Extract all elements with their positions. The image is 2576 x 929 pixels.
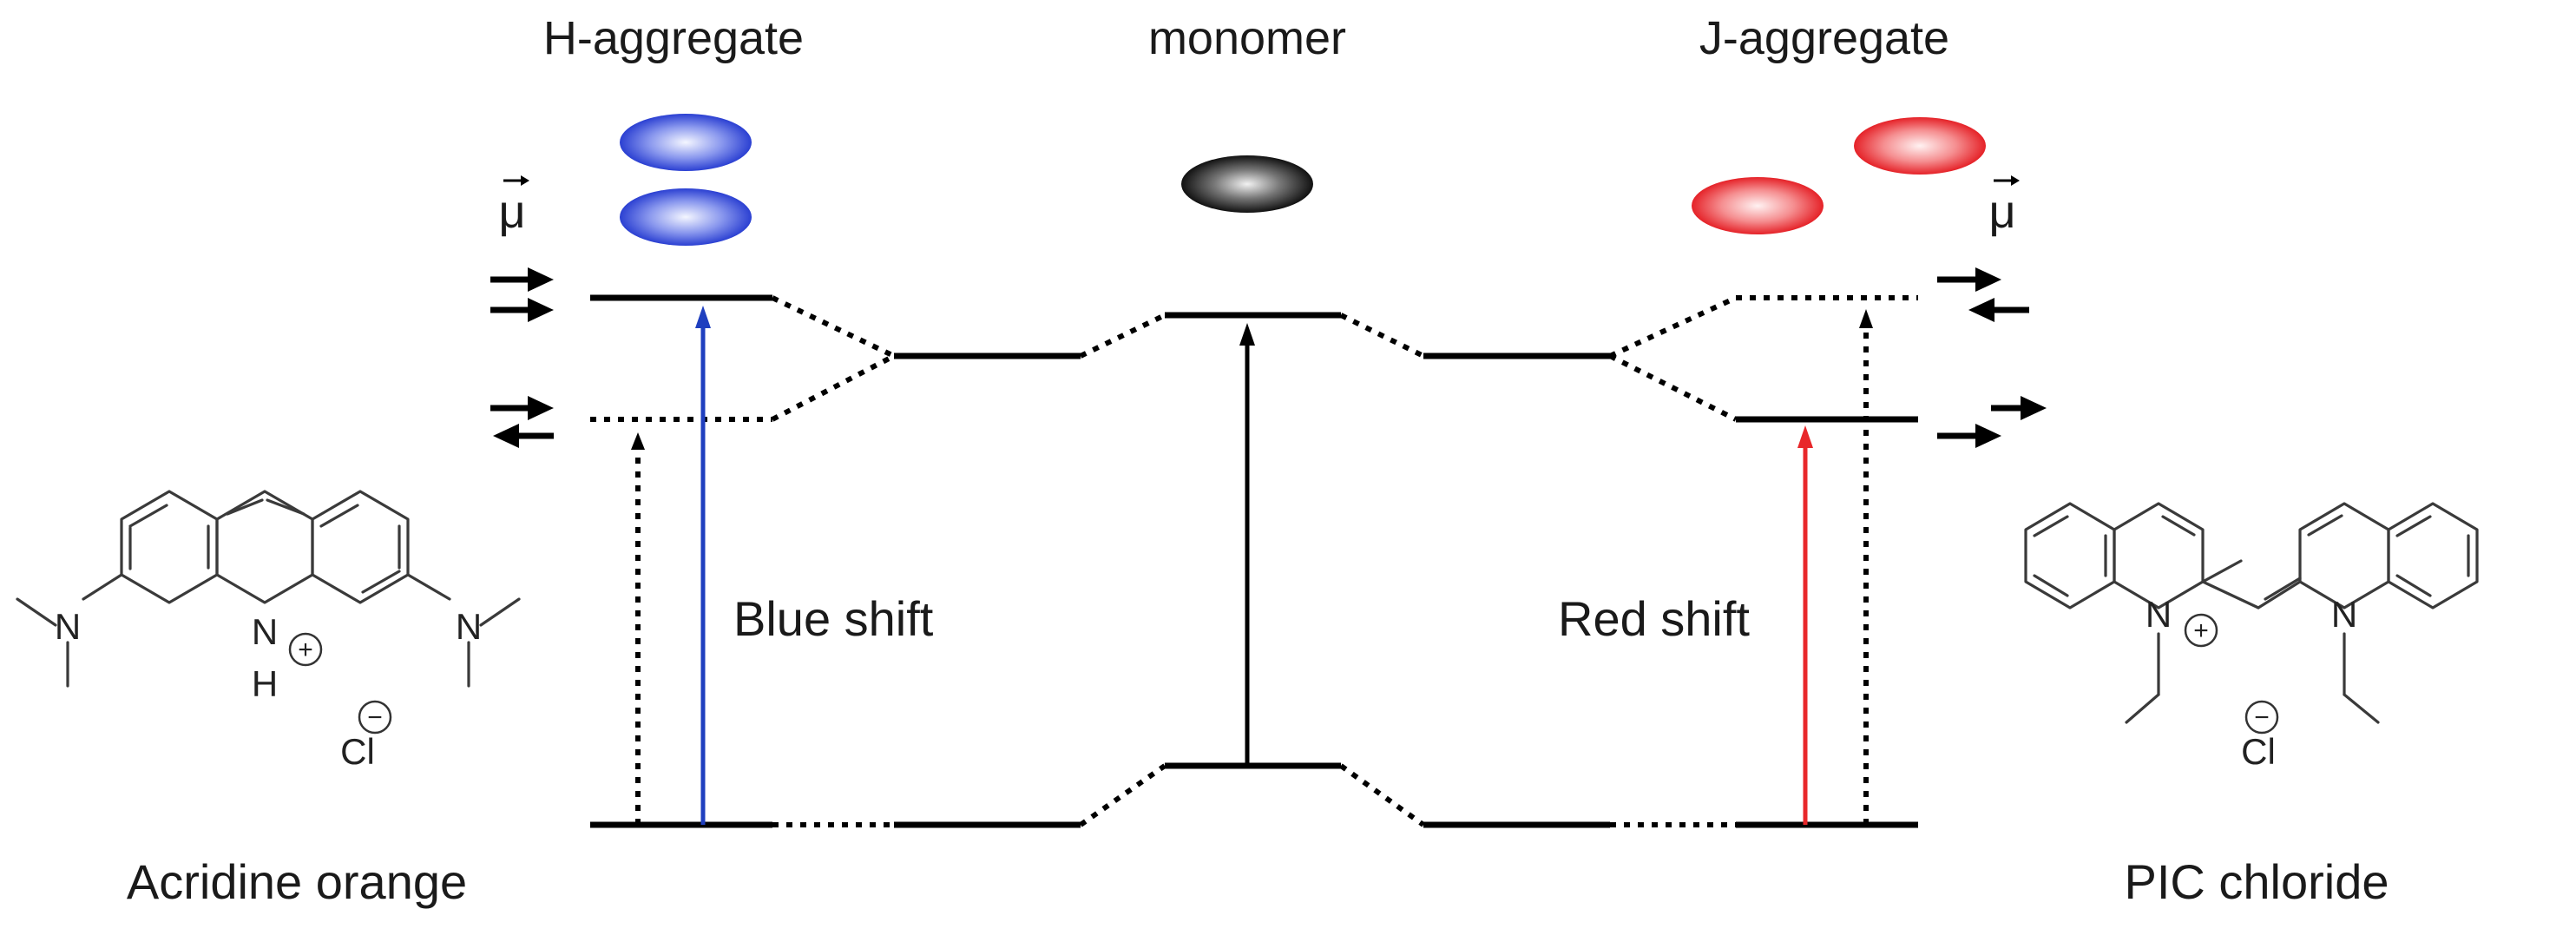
j-upper-correlation [1608, 295, 1738, 359]
acridine-plus-circle [288, 632, 323, 667]
h-lower-dipole-arrows [490, 396, 554, 448]
j-red-arrowhead [1797, 425, 1813, 448]
j-upper-dipole-arrows [1937, 267, 2029, 322]
h-blue-arrowhead [695, 306, 711, 328]
monomer-excited-left-correlation [1079, 313, 1166, 359]
acridine-right-n: N [456, 606, 482, 647]
h-aggregate-molecule-bottom [620, 188, 752, 246]
left-dipole-symbol: μ [498, 175, 529, 238]
acridine-ring-h: H [252, 663, 278, 704]
pic-minus-sign: − [2254, 703, 2270, 732]
j-aggregate-molecule-bottom [1692, 177, 1824, 234]
acridine-left-n: N [55, 606, 81, 647]
pic-plus-sign: + [2193, 616, 2209, 645]
pic-left-n: N [2146, 594, 2172, 635]
monomer-arrowhead [1239, 323, 1255, 346]
j-aggregate-molecule-top [1854, 117, 1986, 175]
svg-text:μ: μ [498, 186, 525, 238]
j-forbidden-arrowhead [1859, 309, 1873, 328]
pic-chloride-structure [2024, 502, 2479, 724]
monomer-ground-right-correlation [1339, 763, 1425, 827]
acridine-chloride: Cl [340, 731, 375, 772]
j-aggregate-label: J-aggregate [1699, 12, 1949, 64]
h-aggregate-molecule-top [620, 114, 752, 171]
monomer-excited-right-correlation [1339, 313, 1425, 359]
acridine-minus-circle [358, 700, 392, 735]
acridine-plus-sign: + [298, 636, 313, 664]
pic-plus-circle [2184, 613, 2218, 648]
h-forbidden-arrowhead [631, 432, 645, 450]
h-lower-correlation [771, 353, 896, 422]
h-upper-correlation [771, 295, 896, 359]
j-lower-correlation [1608, 353, 1738, 422]
right-dipole-symbol: μ [1988, 175, 2020, 238]
acridine-minus-sign: − [367, 703, 383, 732]
pic-chloride-label: PIC chloride [2124, 854, 2389, 909]
acridine-orange-label: Acridine orange [127, 854, 467, 909]
pic-right-n: N [2331, 594, 2357, 635]
acridine-orange-structure [16, 490, 521, 688]
monomer-label: monomer [1148, 12, 1346, 64]
pic-minus-circle [2244, 700, 2279, 735]
h-aggregate-label: H-aggregate [543, 12, 804, 64]
red-shift-label: Red shift [1558, 591, 1750, 646]
monomer-molecule [1181, 155, 1313, 213]
pic-chloride-ion: Cl [2241, 731, 2276, 772]
acridine-ring-n: N [252, 611, 278, 652]
h-upper-dipole-arrows [490, 267, 554, 322]
monomer-ground-left-correlation [1079, 763, 1166, 827]
j-lower-dipole-arrows [1937, 396, 2047, 448]
svg-text:μ: μ [1988, 186, 2015, 238]
blue-shift-label: Blue shift [733, 591, 934, 646]
